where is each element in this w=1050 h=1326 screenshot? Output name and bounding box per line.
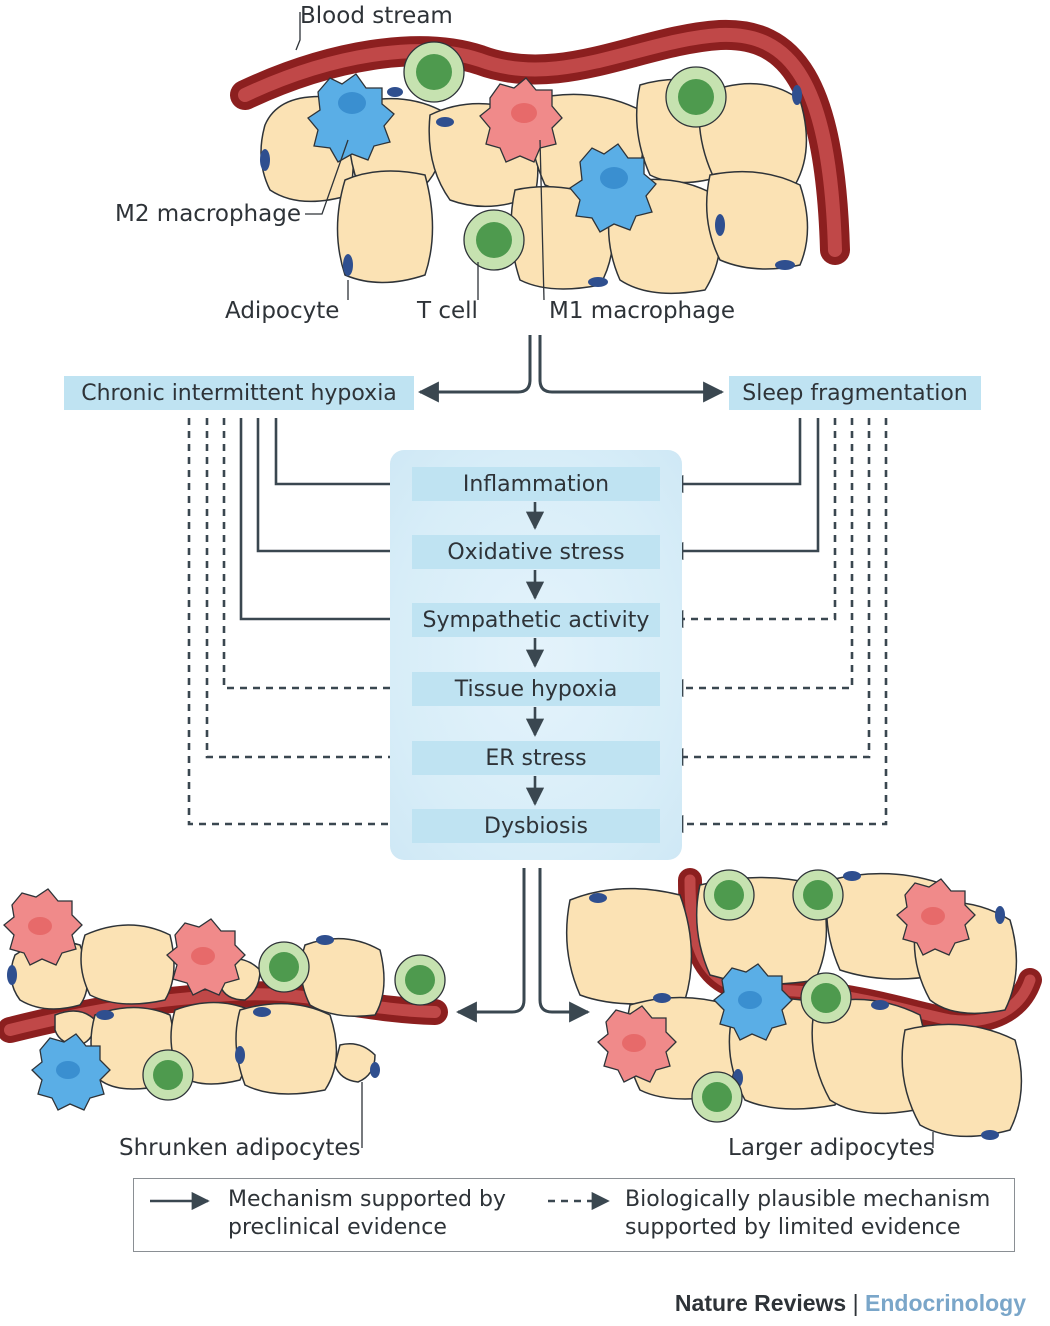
label-adipocyte: Adipocyte [225, 298, 340, 324]
connector-solid [274, 418, 410, 494]
t-cell-icon [258, 941, 310, 993]
right-connectors [665, 418, 820, 561]
t-cell-icon [800, 972, 852, 1024]
adipocyte-cell [565, 887, 693, 1005]
connector-dashed [665, 418, 854, 698]
connector-dashed [187, 418, 410, 834]
legend-solid-text-1: Mechanism supported by [228, 1187, 506, 1212]
adipocyte-cell [80, 924, 175, 1005]
credit-journal: Nature Reviews [674, 1290, 847, 1316]
label-m1-macrophage: M1 macrophage [549, 298, 735, 324]
m1-macrophage-icon [597, 1005, 677, 1083]
t-cell-icon [703, 869, 755, 921]
t-cell-icon [403, 41, 465, 103]
connector-solid [665, 418, 802, 494]
adipocyte-cell [336, 170, 434, 284]
cascade-step-dysbiosis: Dysbiosis [412, 809, 660, 843]
t-cell-icon [691, 1071, 743, 1123]
adipocyte-cell [300, 937, 385, 1017]
m1-macrophage-icon [479, 77, 563, 163]
t-cell-icon [792, 869, 844, 921]
adipocyte-cell [54, 1010, 96, 1046]
cascade-step-sympathetic-activity: Sympathetic activity [412, 603, 660, 637]
legend-dashed-text-2: supported by limited evidence [625, 1215, 961, 1240]
legend [133, 1178, 1015, 1252]
cause-chronic-intermittent-hypoxia: Chronic intermittent hypoxia [64, 376, 414, 410]
bottom-split-arrows [455, 868, 591, 1023]
connector-dashed [205, 418, 410, 767]
connector-solid [239, 418, 410, 629]
connector-dashed [222, 418, 410, 698]
left-connectors [239, 418, 410, 629]
label-larger-adipocytes: Larger adipocytes [728, 1135, 935, 1161]
top-tissue [230, 12, 850, 301]
larger-tissue [565, 868, 1042, 1148]
cascade-step-er-stress: ER stress [412, 741, 660, 775]
label-leader-lines [295, 12, 545, 301]
cascade-step-oxidative-stress: Oxidative stress [412, 535, 660, 569]
t-cell-icon [665, 66, 727, 128]
m2-macrophage-icon [31, 1033, 111, 1111]
label-shrunken-adipocytes: Shrunken adipocytes [119, 1135, 361, 1161]
cascade-step-tissue-hypoxia: Tissue hypoxia [412, 672, 660, 706]
connector-solid [665, 418, 820, 561]
cause-sleep-fragmentation: Sleep fragmentation [729, 376, 981, 410]
adipocyte-cell [334, 1043, 376, 1083]
legend-dashed-text-1: Biologically plausible mechanism [625, 1187, 991, 1212]
right-dashed-connectors [665, 418, 888, 834]
t-cell-icon [394, 954, 446, 1006]
m1-macrophage-icon [896, 878, 976, 956]
m2-macrophage-icon [569, 143, 657, 233]
m1-macrophage-icon [3, 888, 83, 966]
adipocyte-cell [705, 170, 809, 270]
connector-dashed [665, 418, 871, 767]
label-t-cell: T cell [417, 298, 478, 324]
adipocyte-cell [235, 1002, 338, 1095]
m2-macrophage-icon [713, 963, 793, 1041]
legend-solid-text-2: preclinical evidence [228, 1215, 447, 1240]
t-cell-icon [463, 209, 525, 271]
t-cell-icon [142, 1049, 194, 1101]
credit-separator: | [846, 1290, 865, 1316]
label-blood-stream: Blood stream [300, 3, 453, 29]
adipocyte-cell [901, 1023, 1023, 1138]
cascade-step-inflammation: Inflammation [412, 467, 660, 501]
m2-macrophage-icon [307, 73, 395, 163]
connector-dashed [665, 418, 888, 834]
split-arrows [417, 335, 725, 403]
credit-section: Endocrinology [865, 1290, 1026, 1316]
journal-credit: Nature Reviews | Endocrinology [675, 1290, 1026, 1317]
label-m2-macrophage: M2 macrophage [115, 201, 301, 227]
adipocyte-nucleus-group [260, 85, 802, 287]
m1-macrophage-icon [166, 918, 246, 996]
shrunken-tissue [0, 888, 448, 1148]
connector-solid [256, 418, 410, 561]
connector-dashed [665, 418, 837, 629]
left-dashed-connectors [187, 418, 410, 834]
